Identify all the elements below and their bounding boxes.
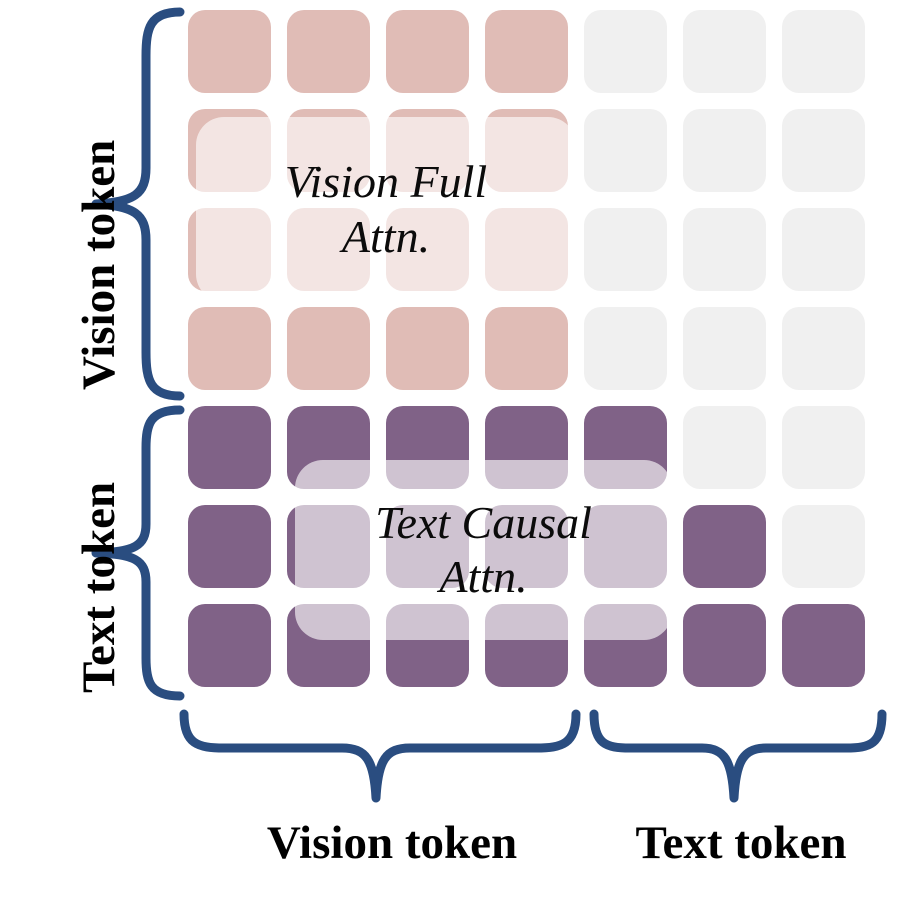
brace-bottom-text: [589, 709, 890, 806]
attention-cell-r1-c1: [188, 10, 271, 93]
attention-cell-r5-c1: [188, 406, 271, 489]
attention-cell-r7-c6: [683, 604, 766, 687]
col-axis-label-text-token: Text token: [635, 817, 847, 869]
attention-cell-r4-c6: [683, 307, 766, 390]
attention-cell-r1-c7: [782, 10, 865, 93]
attention-cell-r5-c6: [683, 406, 766, 489]
attention-cell-r3-c7: [782, 208, 865, 291]
text-panel-line2: Attn.: [439, 551, 528, 602]
attention-cell-r4-c1: [188, 307, 271, 390]
attention-cell-r4-c3: [386, 307, 469, 390]
attention-cell-r2-c5: [584, 109, 667, 192]
attention-cell-r2-c6: [683, 109, 766, 192]
brace-left-text: [88, 405, 185, 701]
attention-cell-r6-c1: [188, 505, 271, 588]
attention-cell-r6-c7: [782, 505, 865, 588]
attention-cell-r3-c6: [683, 208, 766, 291]
attention-cell-r4-c4: [485, 307, 568, 390]
attention-cell-r4-c2: [287, 307, 370, 390]
vision-panel-line1: Vision Full: [284, 156, 488, 208]
attention-cell-r3-c5: [584, 208, 667, 291]
text-attention-label-panel: Text Causal Attn.: [295, 460, 672, 640]
attention-cell-r7-c7: [782, 604, 865, 687]
attention-cell-r6-c6: [683, 505, 766, 588]
vision-panel-line2: Attn.: [341, 210, 431, 262]
attention-cell-r1-c6: [683, 10, 766, 93]
attention-cell-r4-c5: [584, 307, 667, 390]
col-axis-label-vision-token: Vision token: [266, 817, 518, 869]
attention-cell-r1-c2: [287, 10, 370, 93]
attention-cell-r4-c7: [782, 307, 865, 390]
vision-attention-label-panel: Vision Full Attn.: [196, 117, 576, 302]
text-panel-line1: Text Causal: [375, 496, 592, 548]
row-axis-label-vision-token: Vision token: [73, 139, 125, 390]
brace-bottom-vision: [179, 709, 584, 806]
attention-cell-r7-c1: [188, 604, 271, 687]
attention-cell-r2-c7: [782, 109, 865, 192]
row-axis-label-text-token: Text token: [73, 481, 125, 693]
attention-cell-r5-c7: [782, 406, 865, 489]
attention-cell-r1-c5: [584, 10, 667, 93]
attention-cell-r1-c3: [386, 10, 469, 93]
brace-left-vision: [88, 7, 185, 401]
attention-cell-r1-c4: [485, 10, 568, 93]
